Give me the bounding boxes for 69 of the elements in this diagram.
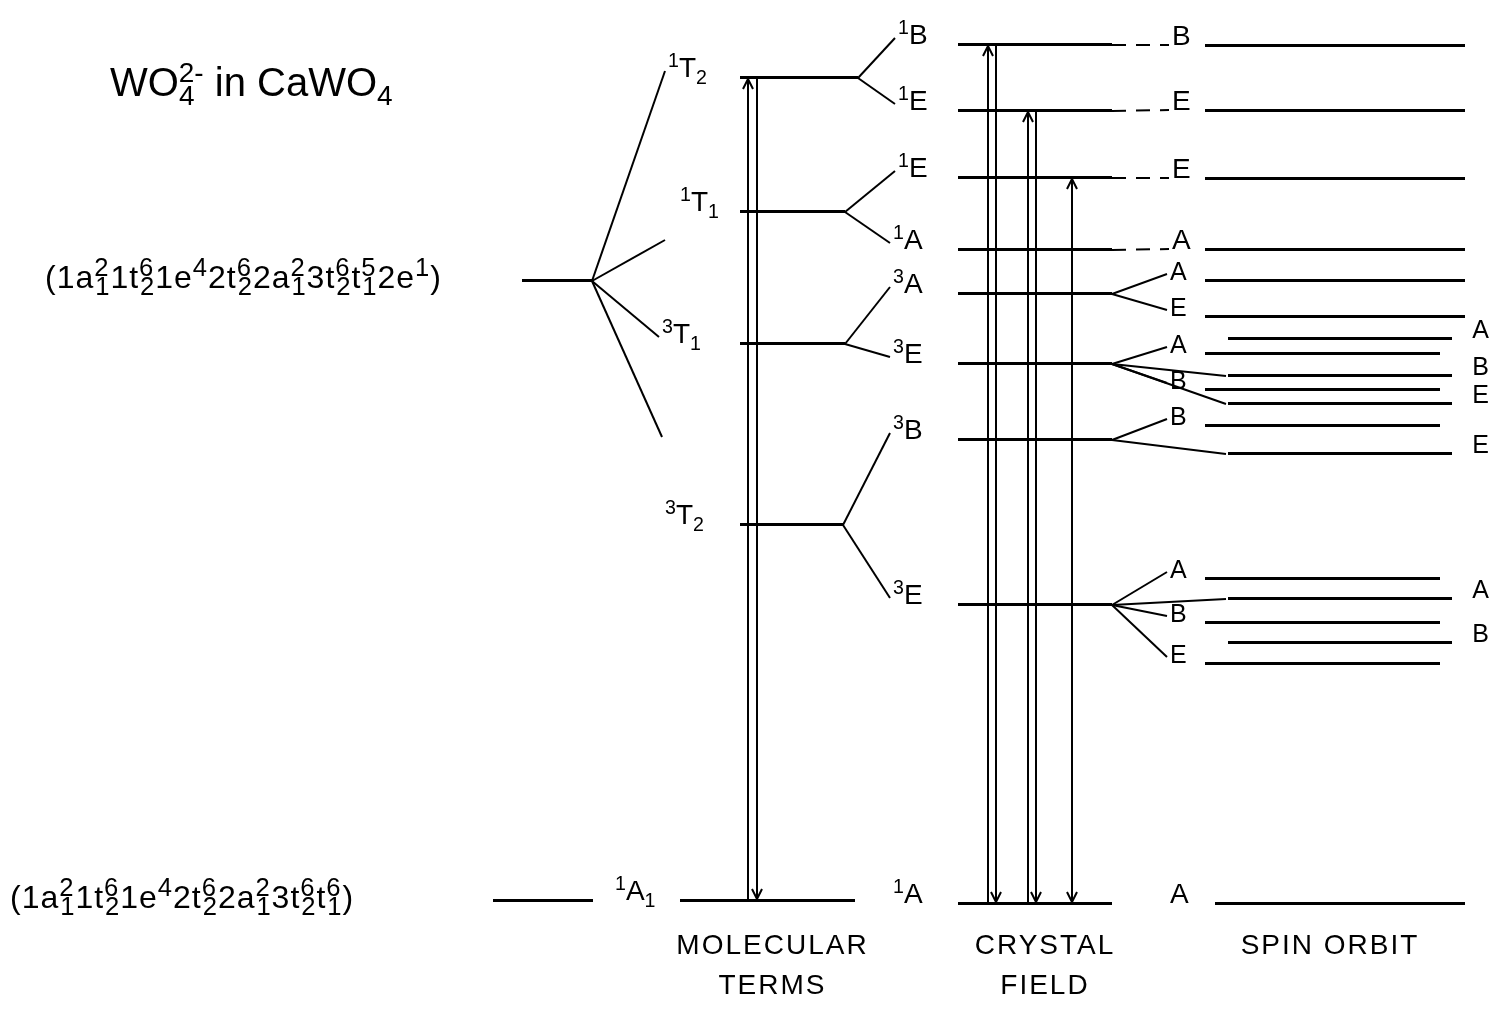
term-label: E [1170, 292, 1187, 322]
transition-arrow [1022, 111, 1034, 903]
correlation-line [844, 211, 891, 244]
term-label: $^{1}$T$_{2}$ [668, 53, 707, 83]
term-label: $^{1}$E [898, 153, 928, 183]
correlation-line [1111, 109, 1170, 112]
term-label: A [1170, 554, 1187, 584]
correlation-line [842, 524, 891, 599]
correlation-line [1111, 273, 1168, 295]
transition-arrow [990, 45, 1002, 903]
correlation-line [1111, 177, 1170, 179]
correlation-line [1111, 604, 1168, 617]
term-label: B [1472, 351, 1489, 381]
correlation-line [844, 170, 896, 213]
term-label: E [1472, 429, 1489, 459]
term-label: E [1172, 86, 1191, 116]
term-label: E [1170, 639, 1187, 669]
term-label: E [1172, 154, 1191, 184]
term-label: $^{3}$T$_{2}$ [665, 500, 704, 530]
term-label: $^{1}$E [898, 86, 928, 116]
term-label: $^{3}$E [893, 580, 923, 610]
term-label: B [1170, 598, 1187, 628]
column-label: MOLECULAR TERMS [675, 928, 870, 1002]
correlation-line [1111, 363, 1227, 405]
column-label: SPIN ORBIT [1239, 928, 1421, 962]
correlation-line [591, 280, 660, 338]
term-label: B [1472, 618, 1489, 648]
term-label: E [1472, 379, 1489, 409]
transition-arrow [742, 78, 754, 900]
term-label: $^{1}$T$_{1}$ [680, 187, 719, 217]
term-label: A [1172, 225, 1191, 255]
correlation-line [1111, 346, 1168, 365]
correlation-line [1111, 418, 1168, 441]
term-label: $^{3}$T$_{1}$ [662, 319, 701, 349]
correlation-line [1111, 248, 1170, 251]
correlation-line [591, 280, 663, 438]
term-label: A [1170, 879, 1189, 909]
correlation-line [1111, 604, 1168, 658]
transition-arrow [1030, 111, 1042, 903]
term-label: A [1170, 256, 1187, 286]
column-label: CRYSTAL FIELD [973, 928, 1117, 1002]
correlation-line [842, 432, 891, 526]
correlation-line [591, 70, 666, 282]
term-label: $^{1}$B [898, 20, 928, 50]
term-label: B [1172, 21, 1191, 51]
correlation-line [591, 239, 666, 282]
term-label: $^{3}$A [893, 269, 923, 299]
term-label: A [1472, 314, 1489, 344]
diagram-title: WO$_{4}$$^{2-}$ in CaWO$_{4}$ [110, 60, 393, 105]
correlation-line [844, 286, 891, 345]
term-label: $^{1}$A$_{1}$ [615, 876, 656, 906]
term-label: $^{3}$E [893, 339, 923, 369]
term-label: $^{1}$A [893, 225, 923, 255]
correlation-line [1111, 363, 1227, 377]
correlation-line [1111, 571, 1168, 606]
transition-arrow [751, 78, 763, 900]
term-label: $^{3}$B [893, 415, 923, 445]
term-label: A [1472, 574, 1489, 604]
correlation-line [1111, 44, 1170, 46]
transition-arrow [1066, 178, 1078, 903]
correlation-line [844, 343, 891, 358]
correlation-line [1111, 439, 1227, 455]
correlation-line [1111, 293, 1168, 311]
transition-arrow [982, 45, 994, 903]
term-label: B [1170, 401, 1187, 431]
correlation-line [857, 77, 896, 105]
correlation-line [857, 37, 896, 79]
term-label: A [1170, 329, 1187, 359]
term-label: $^{1}$A [893, 879, 923, 909]
